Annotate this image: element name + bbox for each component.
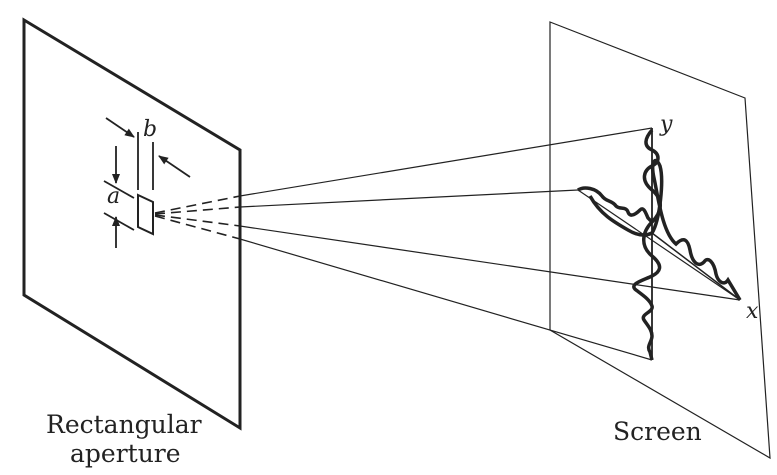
side-lobe-pattern bbox=[577, 186, 654, 237]
rectangular-slit bbox=[137, 193, 154, 236]
dim-a-label: a bbox=[107, 184, 120, 209]
vertical-intensity-pattern bbox=[632, 128, 662, 361]
y-axis-label: y bbox=[659, 112, 673, 137]
dim-b-arrow-right bbox=[158, 155, 191, 178]
horizontal-intensity-pattern bbox=[650, 158, 742, 301]
horizontal-ref-line bbox=[577, 189, 741, 301]
dashed-rays bbox=[154, 195, 241, 240]
screen-label: Screen bbox=[613, 417, 702, 446]
screen-plane bbox=[549, 21, 771, 460]
x-axis bbox=[651, 232, 741, 301]
dim-a-guide-bottom bbox=[103, 212, 135, 231]
dim-b-label: b bbox=[143, 117, 157, 142]
dim-b-arrow-left bbox=[105, 117, 135, 138]
aperture-label-line1: Rectangular bbox=[46, 410, 202, 439]
x-axis-label: x bbox=[746, 299, 759, 324]
solid-rays bbox=[239, 127, 741, 361]
dim-a-guide-top bbox=[103, 180, 135, 199]
aperture-label-line2: aperture bbox=[70, 439, 181, 468]
aperture-plane bbox=[22, 17, 242, 431]
